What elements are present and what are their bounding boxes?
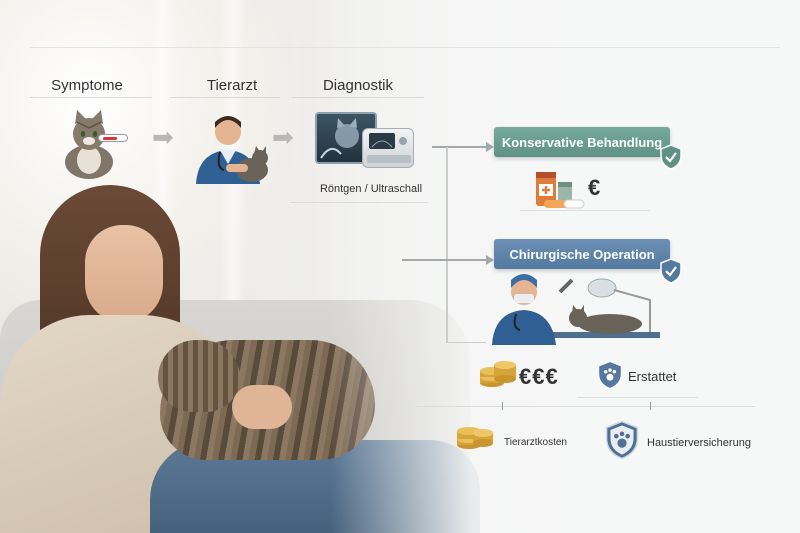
shield-check-icon [660,144,682,170]
step-divider [292,97,424,98]
step-divider [30,97,152,98]
coins-icon [480,361,516,387]
divider-tick [502,402,503,410]
cost-low-symbol: € [588,175,601,200]
shield-check-icon [660,258,682,284]
cat-icon [65,110,113,179]
insurance-label: Haustierversicherung [647,437,751,449]
arrow-right-icon: ➡ [152,122,174,152]
diagnostics-caption: Röntgen / Ultraschall [319,183,423,195]
medicine-icon [536,172,585,209]
connector-to-surgery [402,259,488,261]
surgery-banner: Chirurgische Operation [494,239,670,269]
divider-tick [650,402,651,410]
paw-shield-icon [605,420,639,460]
vet-costs-label: Tierarztkosten [504,437,567,448]
woman-face [85,225,163,323]
coins-icon [457,427,493,449]
conservative-divider [520,210,650,211]
connector-to-conservative [432,146,488,148]
conservative-treatment-banner: Konservative Behandlung [494,127,670,157]
connector-vertical [446,147,448,342]
woman-hand [232,385,292,429]
reimbursed-divider [578,397,698,398]
step-diagnostics-label: Diagnostik [322,77,394,94]
arrow-right-icon: ➡ [272,122,294,152]
step-vet-label: Tierarzt [206,77,258,94]
surgeon-icon [492,274,660,345]
arrow-head-icon [486,255,494,265]
step-symptoms-label: Symptome [51,77,123,94]
ultrasound-icon [362,128,414,168]
diagnostics-divider [290,202,428,203]
connector-bottom [446,342,486,343]
arrow-head-icon [486,142,494,152]
thermometer-icon [98,134,128,142]
cost-high-symbol: €€€ [519,364,559,389]
paw-shield-icon [599,362,621,388]
reimbursed-label: Erstattet [628,369,677,384]
top-divider [30,47,780,48]
bottom-divider [415,406,755,407]
vet-icon [196,116,268,184]
step-divider [170,97,280,98]
lap-cat-head [158,340,240,412]
